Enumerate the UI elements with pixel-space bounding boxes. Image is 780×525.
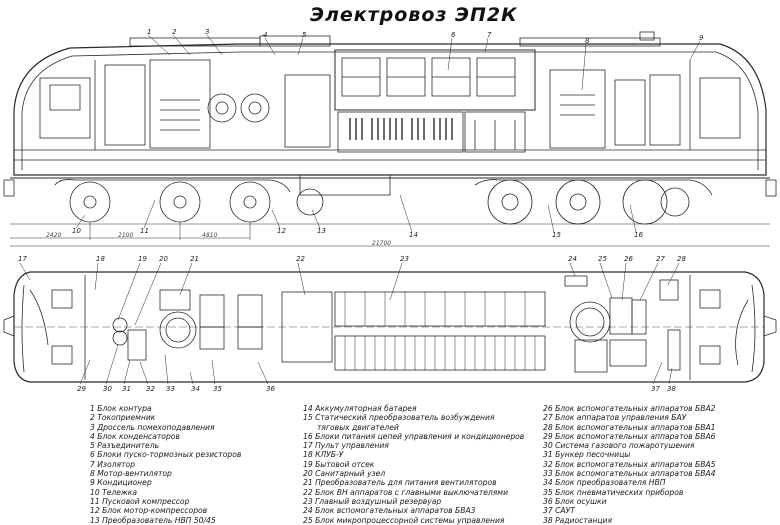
legend-item: 11 Пусковой компрессор bbox=[90, 496, 190, 506]
callout-2: 2 bbox=[172, 28, 177, 36]
legend-item: 24 Блок вспомогательных аппаратов БВА3 bbox=[303, 506, 476, 516]
legend-item: 32 Блок вспомогательных аппаратов БВА5 bbox=[543, 459, 716, 469]
legend-item: 3 Дроссель помехоподавления bbox=[90, 422, 215, 432]
callout-14: 14 bbox=[409, 231, 418, 239]
callout-16: 16 bbox=[634, 231, 643, 239]
legend-item: 19 Бытовой отсек bbox=[303, 459, 375, 469]
callout-30: 30 bbox=[103, 385, 112, 393]
callout-9: 9 bbox=[699, 34, 704, 42]
callout-37: 37 bbox=[651, 385, 660, 393]
legend-item: 22 Блок ВН аппаратов с главными выключат… bbox=[303, 487, 509, 497]
callout-35: 35 bbox=[213, 385, 222, 393]
legend-item: 5 Разъединитель bbox=[90, 441, 160, 451]
callout-33: 33 bbox=[166, 385, 175, 393]
legend-item: 26 Блок вспомогательных аппаратов БВА2 bbox=[543, 404, 716, 413]
callout-21: 21 bbox=[190, 255, 199, 263]
callout-29: 29 bbox=[77, 385, 86, 393]
legend-item: 1 Блок контура bbox=[90, 404, 152, 413]
callout-38: 38 bbox=[667, 385, 676, 393]
legend-item: 28 Блок вспомогательных аппаратов БВА1 bbox=[543, 422, 716, 432]
callout-26: 26 bbox=[624, 255, 633, 263]
legend-item: 12 Блок мотор-компрессоров bbox=[90, 506, 208, 516]
callout-20: 20 bbox=[159, 255, 168, 263]
legend-item: 4 Блок конденсаторов bbox=[90, 431, 180, 441]
legend-item: 9 Кондиционер bbox=[90, 478, 152, 488]
legend-item: 6 Блоки пуско-тормозных резисторов bbox=[90, 450, 242, 460]
dimension-label: 4810 bbox=[202, 232, 218, 239]
callout-11: 11 bbox=[140, 227, 149, 235]
callout-3: 3 bbox=[205, 28, 210, 36]
legend-item: 35 Блок пневматических приборов bbox=[543, 487, 684, 497]
legend-item: 25 Блок микропроцессорной системы управл… bbox=[303, 515, 505, 525]
callout-36: 36 bbox=[266, 385, 275, 393]
drawing-title: Электровоз ЭП2К bbox=[310, 4, 518, 26]
callout-6: 6 bbox=[451, 31, 456, 39]
legend-item: 10 Тележка bbox=[90, 487, 137, 497]
legend-item: 14 Аккумуляторная батарея bbox=[303, 404, 417, 413]
callout-32: 32 bbox=[146, 385, 155, 393]
callout-1: 1 bbox=[147, 28, 152, 36]
legend-item: 21 Преобразователь для питания вентилято… bbox=[303, 478, 497, 488]
legend-item: 17 Пульт управления bbox=[303, 441, 389, 451]
callout-34: 34 bbox=[191, 385, 200, 393]
legend-item: 34 Блок преобразователя НВП bbox=[543, 478, 666, 488]
plan-view bbox=[3, 262, 777, 385]
legend-item: 15 Статический преобразователь возбужден… bbox=[303, 413, 495, 423]
callout-12: 12 bbox=[277, 227, 286, 235]
legend-item: 13 Преобразователь НВП 50/45 bbox=[90, 515, 216, 525]
callout-22: 22 bbox=[296, 255, 305, 263]
callout-31: 31 bbox=[122, 385, 131, 393]
dimension-overall-length: 21700 bbox=[372, 240, 392, 247]
callout-5: 5 bbox=[302, 31, 307, 39]
callout-23: 23 bbox=[400, 255, 409, 263]
legend-item: 20 Санитарный узел bbox=[303, 469, 386, 479]
locomotive-drawing bbox=[3, 31, 777, 385]
dimension-label: 2420 bbox=[46, 232, 62, 239]
legend-column-1: 1 Блок контура 2 Токоприемник 3 Дроссель… bbox=[90, 404, 241, 525]
callout-7: 7 bbox=[487, 31, 492, 39]
callout-24: 24 bbox=[568, 255, 577, 263]
side-view bbox=[3, 31, 777, 247]
callout-17: 17 bbox=[18, 255, 27, 263]
dimension-label: 2100 bbox=[118, 232, 134, 239]
legend-item: 31 Бункер песочницы bbox=[543, 450, 631, 460]
legend-item: 27 Блок аппаратов управления БАУ bbox=[543, 413, 687, 423]
legend-column-3: 26 Блок вспомогательных аппаратов БВА2 2… bbox=[543, 404, 715, 525]
callout-25: 25 bbox=[598, 255, 607, 263]
legend-item: 2 Токоприемник bbox=[90, 413, 156, 423]
callout-15: 15 bbox=[552, 231, 561, 239]
legend-item: 30 Система газового пожаротушения bbox=[543, 441, 695, 451]
legend-item: 16 Блоки питания цепей управления и конд… bbox=[303, 431, 525, 441]
legend-item: 37 САУТ bbox=[543, 506, 575, 516]
legend-column-2: 14 Аккумуляторная батарея 15 Статический… bbox=[303, 404, 524, 525]
legend-item: 38 Радиостанция bbox=[543, 515, 613, 525]
callout-8: 8 bbox=[585, 37, 590, 45]
callout-27: 27 bbox=[656, 255, 665, 263]
legend-item: 36 Блок осушки bbox=[543, 496, 607, 506]
legend-item-continuation: тяговых двигателей bbox=[317, 422, 399, 432]
legend-item: 7 Изолятор bbox=[90, 459, 135, 469]
legend-item: 33 Блок вспомогательных аппаратов БВА4 bbox=[543, 469, 716, 479]
callout-10: 10 bbox=[72, 227, 81, 235]
callout-19: 19 bbox=[138, 255, 147, 263]
callout-13: 13 bbox=[317, 227, 326, 235]
legend-item: 18 КЛУБ-У bbox=[303, 450, 344, 460]
callout-4: 4 bbox=[263, 31, 268, 39]
legend-item: 23 Главный воздушный резервуар bbox=[303, 496, 442, 506]
legend-item: 8 Мотор-вентилятор bbox=[90, 469, 172, 479]
callout-18: 18 bbox=[96, 255, 105, 263]
legend-item: 29 Блок вспомогательных аппаратов БВА6 bbox=[543, 431, 716, 441]
callout-28: 28 bbox=[677, 255, 686, 263]
